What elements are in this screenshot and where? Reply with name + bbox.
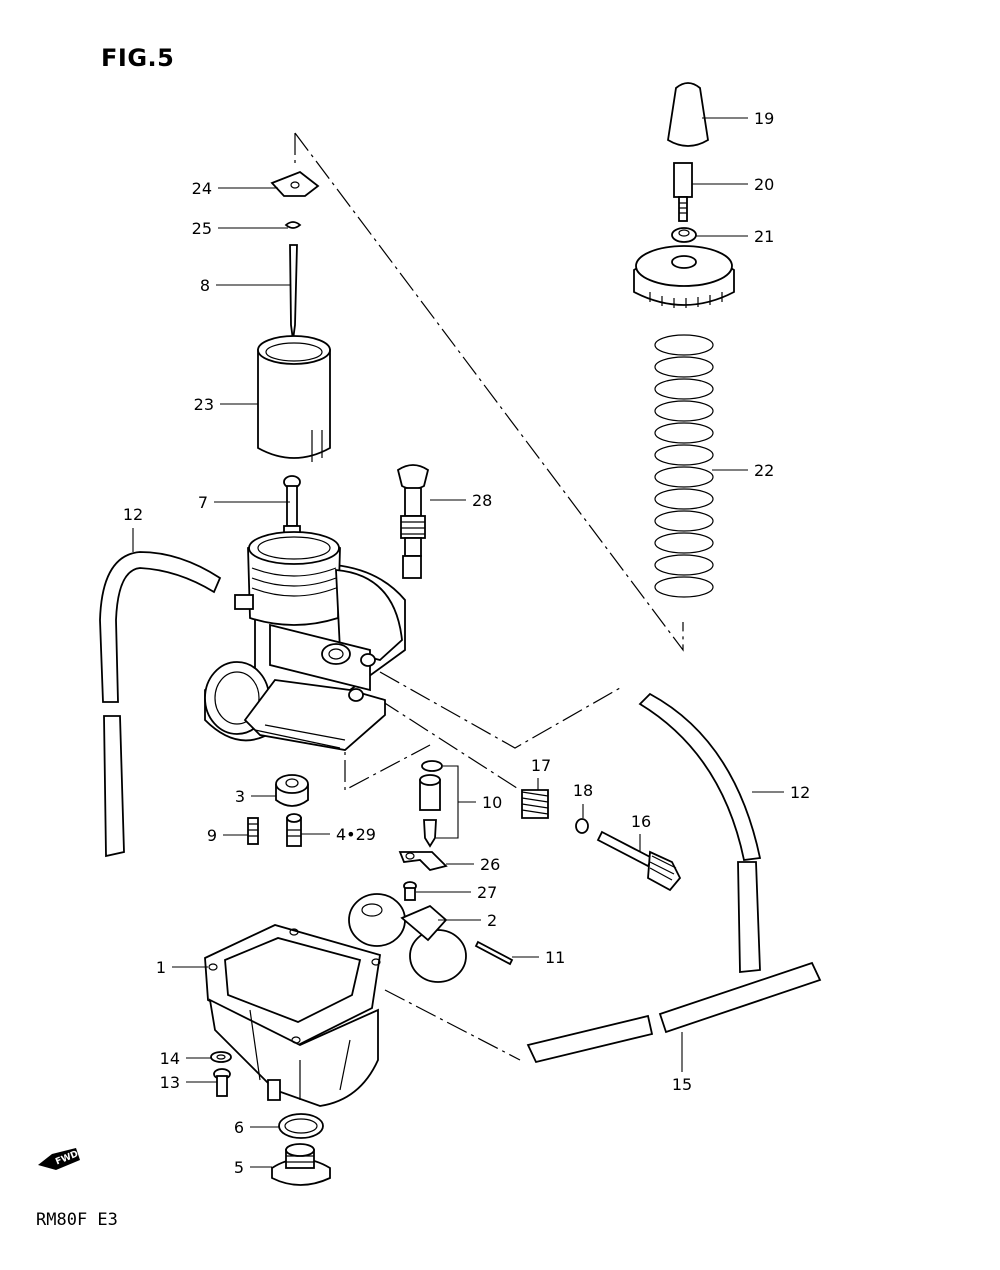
callout-label-c12b: 12 [790, 783, 810, 802]
plate-screw-part [403, 881, 417, 901]
callout-label-c20: 20 [754, 175, 774, 194]
o-ring-part [575, 818, 589, 834]
needle-clip-part [284, 221, 302, 229]
spring-coil [654, 554, 714, 576]
callout-label-c19: 19 [754, 109, 774, 128]
starter-plunger-part [396, 464, 430, 579]
figure-title: FIG.5 [101, 44, 175, 72]
callout-label-c6: 6 [234, 1118, 244, 1137]
callout-label-c10: 10 [482, 793, 502, 812]
callout-label-c3: 3 [235, 787, 245, 806]
cable-adjuster-part [673, 162, 693, 222]
throttle-spring-part [654, 334, 714, 598]
breather-hose-part [526, 961, 822, 1064]
washer-part [210, 1051, 232, 1063]
callout-label-c26: 26 [480, 855, 500, 874]
spring-coil [654, 378, 714, 400]
callout-label-c28: 28 [472, 491, 492, 510]
callout-label-c23: 23 [194, 395, 214, 414]
pilot-jet-part [247, 817, 259, 845]
spring-coil [654, 510, 714, 532]
air-screw-part [596, 830, 682, 892]
assembly-guide-line-throttle [294, 132, 684, 652]
carburetor-body-part [204, 531, 406, 751]
callout-label-c15: 15 [672, 1075, 692, 1094]
chamber-screw-part [213, 1068, 231, 1097]
spring-coil [654, 576, 714, 598]
clip-plate-part [398, 851, 448, 871]
assembly-guide-line-float [384, 989, 521, 1061]
callout-label-c2: 2 [487, 911, 497, 930]
needle-plate-part [270, 170, 320, 197]
callout-label-c27: 27 [477, 883, 497, 902]
throttle-valve-part [257, 335, 331, 462]
assembly-guide-line-screw [379, 699, 521, 791]
overflow-hose-left-part [99, 551, 222, 858]
callout-label-c1: 1 [156, 958, 166, 977]
spring-coil [654, 488, 714, 510]
callout-label-c24: 24 [192, 179, 212, 198]
spring-coil [654, 444, 714, 466]
callout-label-c429: 4•29 [336, 825, 376, 844]
forward-arrow-icon: FWD [38, 1148, 80, 1170]
assembly-guide-line-fuel-hose [379, 671, 621, 749]
callout-label-c25: 25 [192, 219, 212, 238]
callout-label-c22: 22 [754, 461, 774, 480]
callout-label-c17: 17 [531, 756, 551, 775]
overflow-hose-right-part [638, 692, 762, 973]
spring-coil [654, 334, 714, 356]
spring-coil [654, 422, 714, 444]
callout-label-c13: 13 [160, 1073, 180, 1092]
callout-label-c5: 5 [234, 1158, 244, 1177]
callout-label-c12a: 12 [123, 505, 143, 524]
spring-coil [654, 356, 714, 378]
plug-gasket-part [278, 1113, 324, 1139]
air-screw-spring-part [521, 789, 549, 819]
cap-boot-part [667, 82, 709, 147]
jet-needle-part [289, 244, 298, 341]
float-pin-part [474, 940, 514, 966]
float-part [348, 893, 467, 983]
model-code: RM80F E3 [36, 1210, 118, 1230]
mixing-chamber-cap-part [633, 245, 735, 308]
float-chamber-part [204, 924, 382, 1107]
callout-label-c21: 21 [754, 227, 774, 246]
jet-holder-part [275, 774, 309, 807]
main-jet-part [286, 813, 302, 847]
needle-valve-set-part [419, 760, 459, 848]
callout-label-c8: 8 [200, 276, 210, 295]
lock-nut-part [671, 227, 697, 243]
spring-coil [654, 532, 714, 554]
spring-coil [654, 466, 714, 488]
drain-plug-part [271, 1143, 331, 1186]
callout-label-c14: 14 [160, 1049, 180, 1068]
callout-label-c9: 9 [207, 826, 217, 845]
callout-label-c16: 16 [631, 812, 651, 831]
spring-coil [654, 400, 714, 422]
callout-label-c18: 18 [573, 781, 593, 800]
callout-label-c7: 7 [198, 493, 208, 512]
callout-label-c11: 11 [545, 948, 565, 967]
